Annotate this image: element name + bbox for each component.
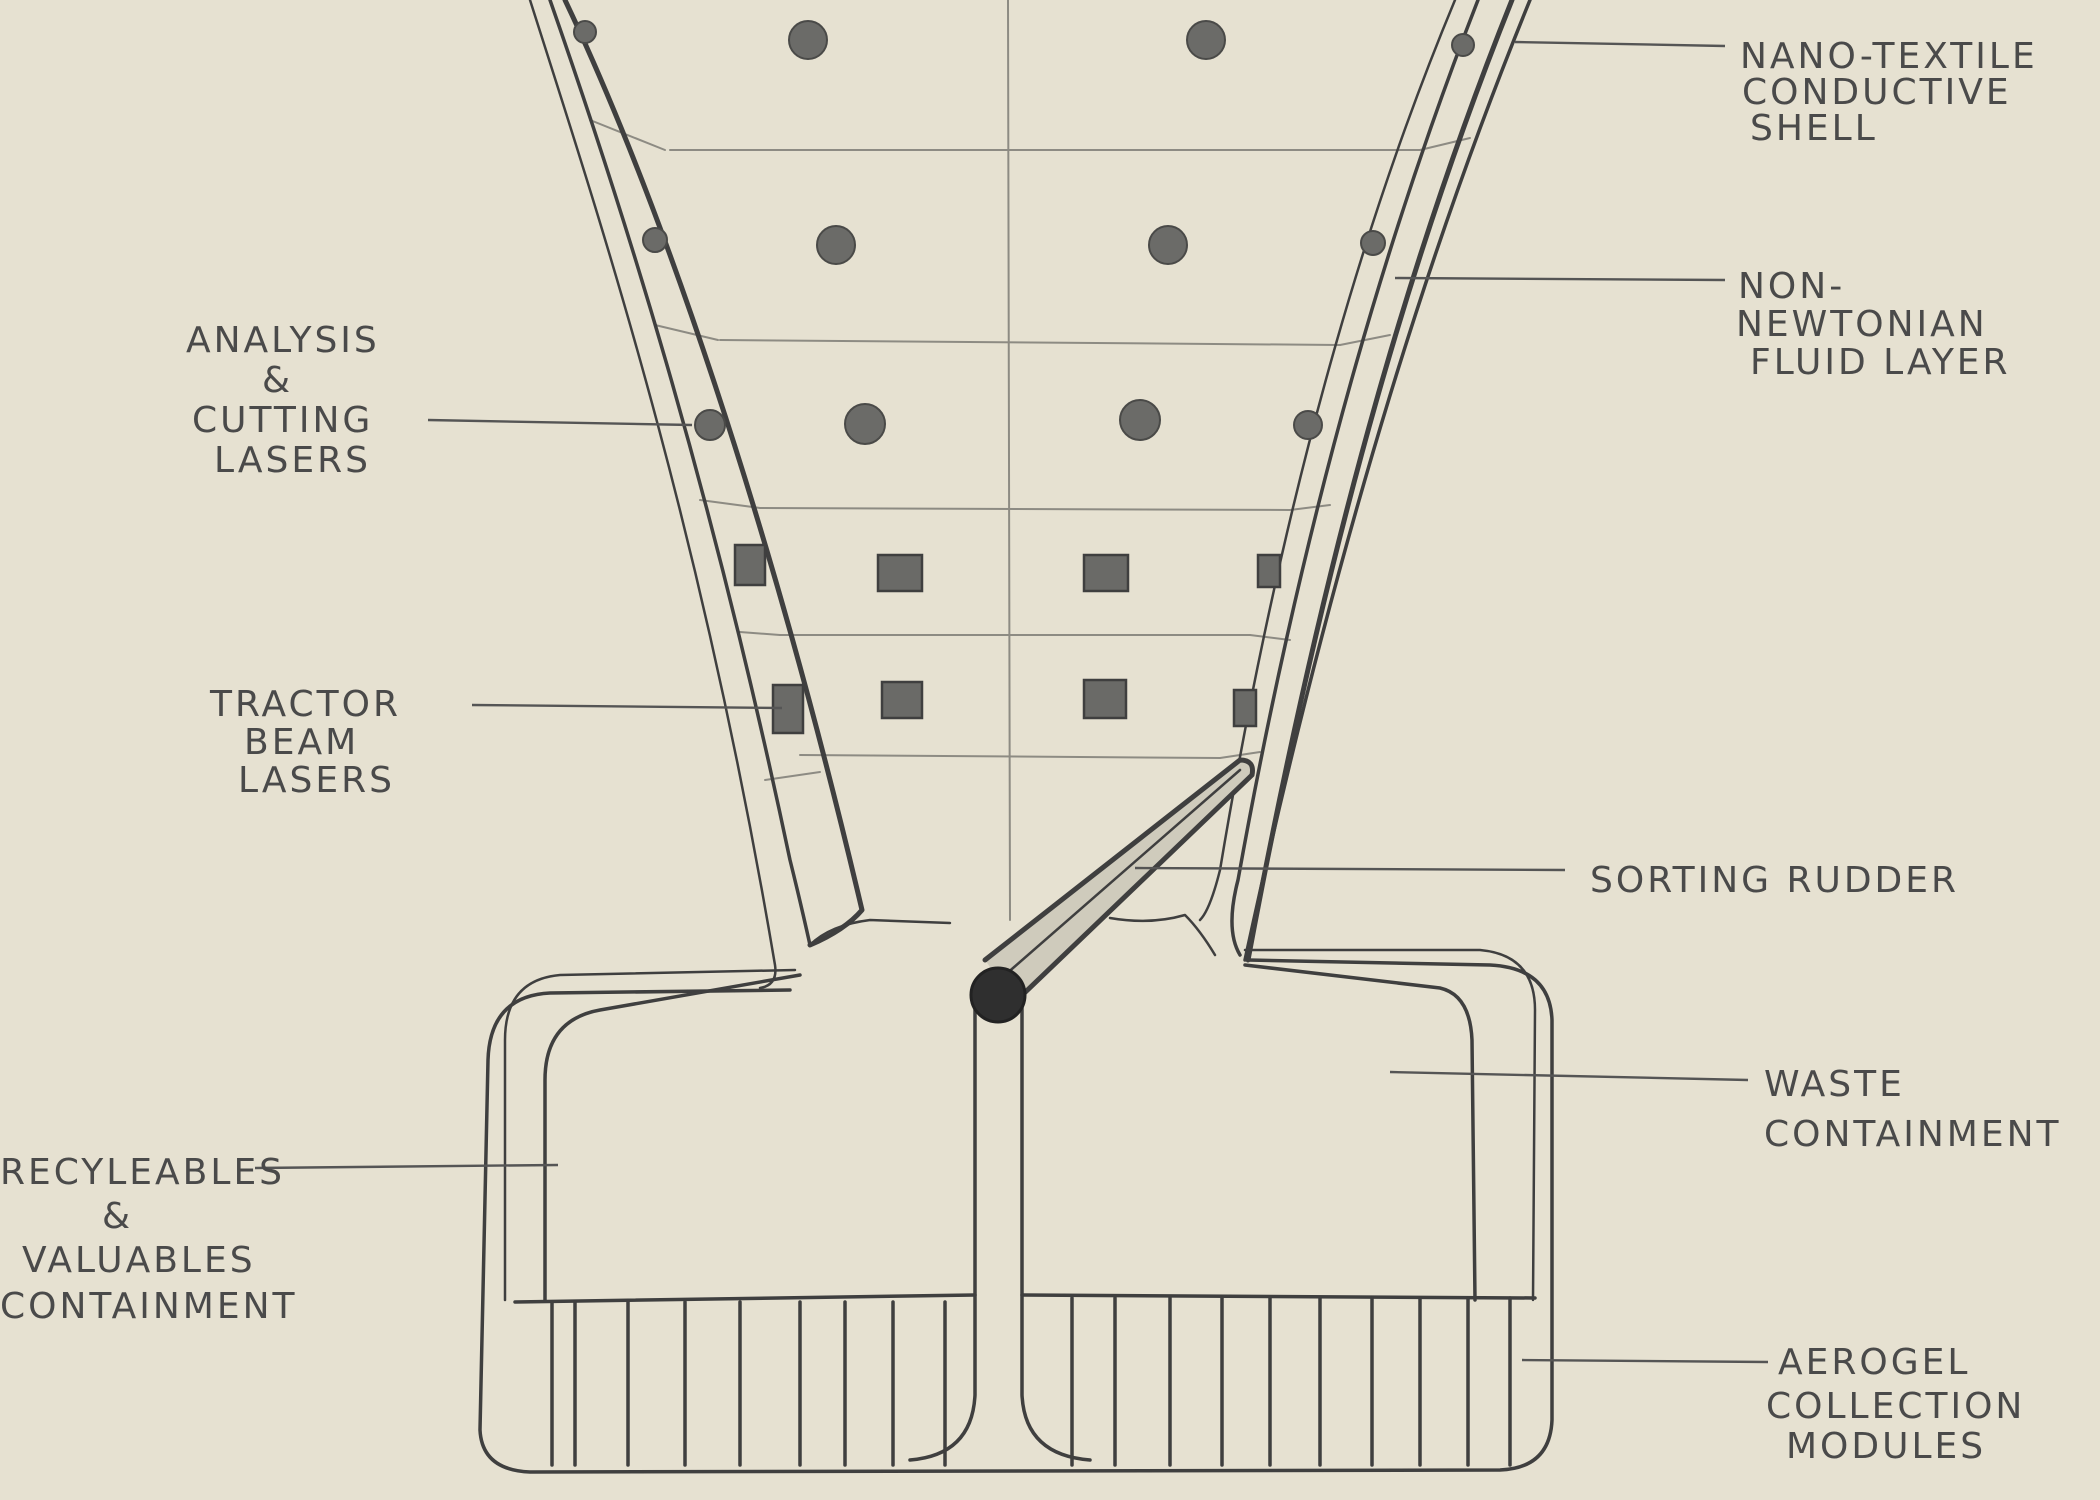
leader-tractor-lasers bbox=[472, 705, 782, 708]
label-line: CONTAINMENT bbox=[1764, 1114, 2062, 1155]
wall-rung bbox=[1290, 505, 1330, 510]
laser-emitter bbox=[1452, 34, 1474, 56]
label-line: COLLECTION bbox=[1766, 1386, 2025, 1427]
central-divider bbox=[910, 1000, 1090, 1460]
label-line: TRACTOR bbox=[209, 684, 401, 725]
laser-emitter bbox=[817, 226, 855, 264]
label-nano-textile: NANO-TEXTILE CONDUCTIVE SHELL bbox=[1740, 36, 2038, 149]
tractor-beam-lasers bbox=[735, 545, 1280, 733]
left-wall-mid-line bbox=[550, 0, 810, 945]
funnel-center-line bbox=[1008, 0, 1010, 920]
label-recycleables: RECYLEABLES & VALUABLES CONTAINMENT bbox=[0, 1152, 298, 1327]
funnel-interior-guides bbox=[590, 0, 1470, 920]
label-line: RECYLEABLES bbox=[0, 1152, 285, 1193]
laser-emitter bbox=[1149, 226, 1187, 264]
tractor-emitter bbox=[1234, 690, 1256, 726]
left-chamber-outline bbox=[545, 975, 800, 1300]
tractor-emitter bbox=[1084, 555, 1128, 591]
label-line: SHELL bbox=[1750, 108, 1878, 149]
label-line: MODULES bbox=[1786, 1426, 1986, 1467]
label-line: CONDUCTIVE bbox=[1742, 72, 2012, 113]
sorting-rudder bbox=[971, 760, 1253, 1022]
leader-sorting-rudder bbox=[1135, 868, 1565, 870]
laser-emitter bbox=[1120, 400, 1160, 440]
label-line: BEAM bbox=[244, 722, 359, 763]
left-funnel-wall bbox=[530, 0, 950, 988]
funnel-rung bbox=[760, 508, 1290, 510]
laser-emitter bbox=[643, 228, 667, 252]
wall-rung bbox=[655, 325, 718, 340]
rudder-pivot bbox=[971, 968, 1025, 1022]
leader-waste bbox=[1390, 1072, 1748, 1080]
label-line: LASERS bbox=[238, 760, 395, 801]
label-line: & bbox=[262, 360, 293, 401]
recycleables-chamber bbox=[515, 975, 975, 1302]
right-chamber-floor bbox=[1022, 1295, 1535, 1298]
leader-non-newtonian bbox=[1395, 278, 1725, 280]
label-non-newtonian: NON- NEWTONIAN FLUID LAYER bbox=[1736, 266, 2011, 383]
rudder-blade-edge bbox=[1005, 770, 1240, 975]
label-line: ANALYSIS bbox=[186, 320, 380, 361]
label-sorting-rudder: SORTING RUDDER bbox=[1590, 860, 1959, 901]
leader-analysis-lasers bbox=[428, 420, 692, 425]
leader-aerogel bbox=[1522, 1360, 1768, 1362]
left-wall-inner-line bbox=[565, 0, 862, 945]
laser-emitter bbox=[1294, 411, 1322, 439]
laser-emitter bbox=[789, 21, 827, 59]
waste-chamber bbox=[1022, 965, 1535, 1300]
label-line: WASTE bbox=[1764, 1064, 1905, 1105]
analysis-cutting-lasers bbox=[574, 21, 1474, 444]
wall-rung bbox=[740, 632, 780, 635]
tractor-emitter bbox=[882, 682, 922, 718]
laser-emitter bbox=[574, 21, 596, 43]
shell-outer-outline bbox=[480, 960, 1552, 1472]
rudder-blade bbox=[985, 760, 1253, 1002]
right-chamber-outline bbox=[1245, 965, 1475, 1300]
wall-rung bbox=[1250, 635, 1290, 640]
tractor-emitter bbox=[1258, 555, 1280, 587]
tractor-emitter bbox=[878, 555, 922, 591]
shell-inner-outline-right bbox=[1245, 950, 1535, 1300]
label-line: AEROGEL bbox=[1778, 1342, 1970, 1383]
label-line: SORTING RUDDER bbox=[1590, 860, 1959, 901]
right-wall-outer-line-b bbox=[1248, 0, 1512, 960]
leader-recycleables bbox=[255, 1165, 558, 1168]
label-line: NANO-TEXTILE bbox=[1740, 36, 2038, 77]
right-wall-outer-line-a bbox=[1245, 0, 1530, 960]
funnel-rung bbox=[720, 340, 1340, 345]
shell-inner-outline-left bbox=[505, 970, 795, 1300]
aerogel-collection-modules bbox=[552, 1298, 1510, 1465]
laser-emitter bbox=[1361, 231, 1385, 255]
left-wall-outer-line bbox=[530, 0, 775, 988]
label-aerogel: AEROGEL COLLECTION MODULES bbox=[1766, 1342, 2025, 1467]
tractor-emitter bbox=[1084, 680, 1126, 718]
divider-right-line bbox=[1022, 1000, 1090, 1460]
left-chamber-floor bbox=[515, 1295, 975, 1302]
laser-emitter bbox=[1187, 21, 1225, 59]
label-line: CUTTING bbox=[192, 400, 373, 441]
label-line: CONTAINMENT bbox=[0, 1286, 298, 1327]
containment-shell bbox=[480, 950, 1552, 1472]
laser-emitter bbox=[695, 410, 725, 440]
label-tractor-lasers: TRACTOR BEAM LASERS bbox=[209, 684, 401, 801]
label-line: NON- bbox=[1738, 266, 1845, 307]
label-line: VALUABLES bbox=[22, 1240, 256, 1281]
leader-lines bbox=[255, 42, 1768, 1362]
laser-emitter bbox=[845, 404, 885, 444]
divider-left-line bbox=[910, 1000, 975, 1460]
label-line: & bbox=[102, 1196, 133, 1237]
label-line: FLUID LAYER bbox=[1750, 342, 2011, 383]
label-line: LASERS bbox=[214, 440, 371, 481]
leader-nano-textile bbox=[1515, 42, 1725, 46]
label-analysis-lasers: ANALYSIS & CUTTING LASERS bbox=[186, 320, 380, 481]
tractor-emitter bbox=[735, 545, 765, 585]
label-waste: WASTE CONTAINMENT bbox=[1764, 1064, 2062, 1155]
label-line: NEWTONIAN bbox=[1736, 304, 1988, 345]
